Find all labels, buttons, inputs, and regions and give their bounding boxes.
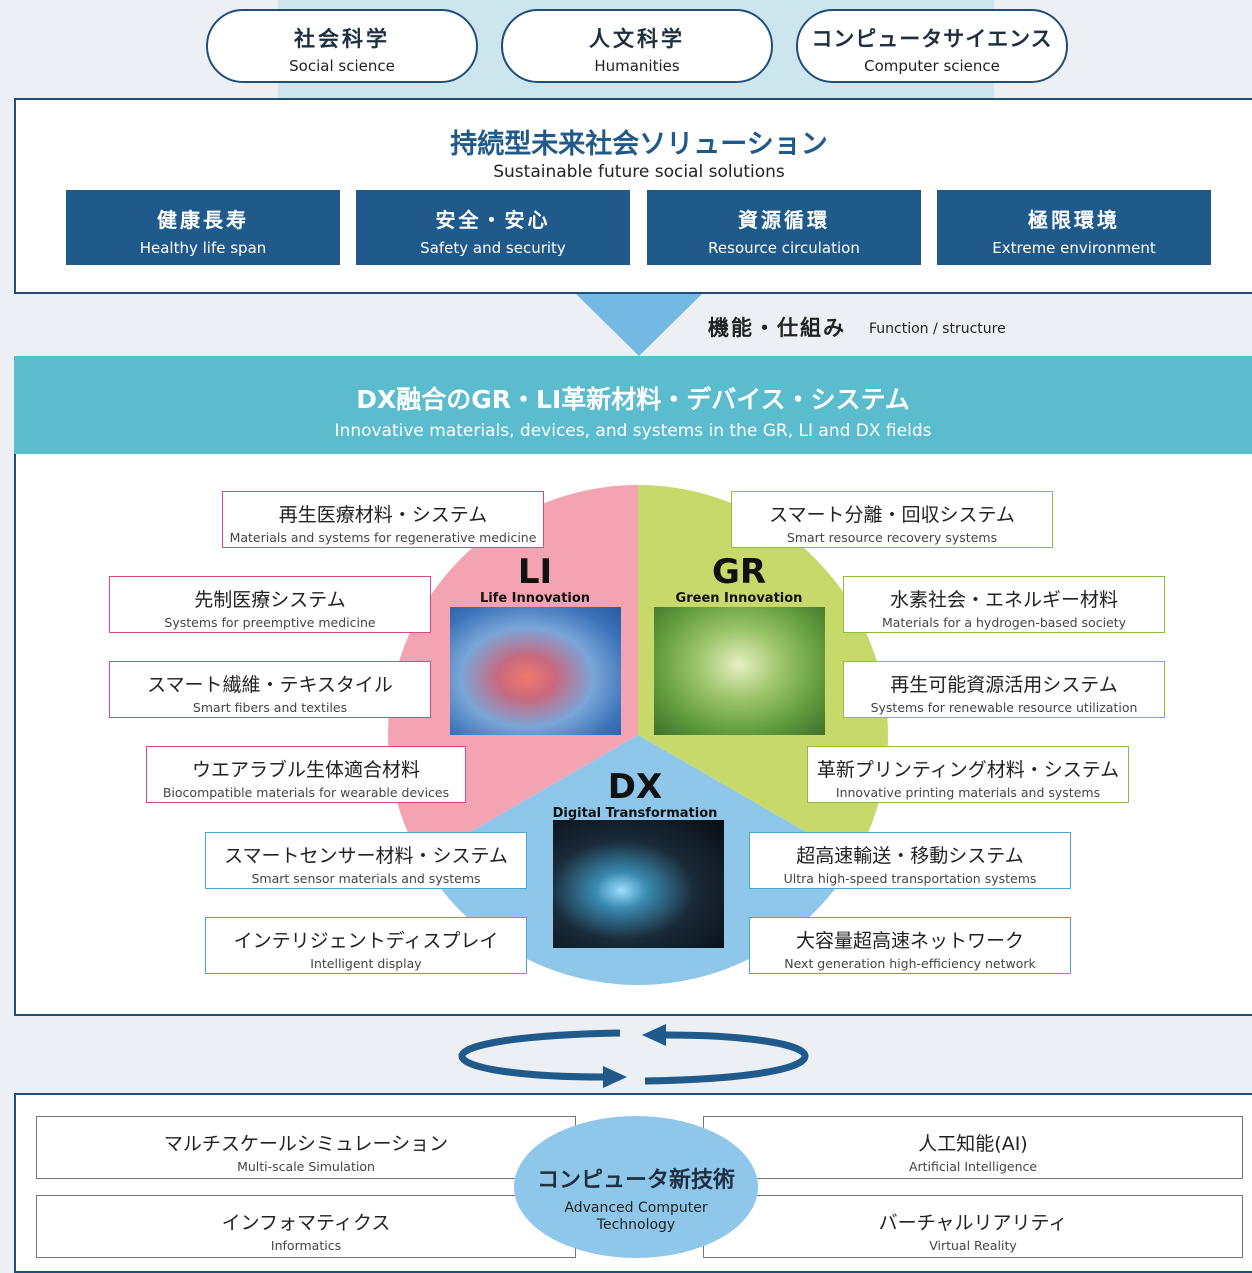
- gr-item-label-jp: スマート分離・回収システム: [769, 504, 1015, 526]
- gr-item-label-jp: 再生可能資源活用システム: [890, 674, 1118, 696]
- tech-item-label-jp: バーチャルリアリティ: [878, 1212, 1068, 1234]
- dx-name: Digital Transformation: [552, 806, 718, 821]
- tech-item-informatics: インフォマティクス Informatics: [36, 1195, 576, 1258]
- gr-item-label-jp: 革新プリンティング材料・システム: [816, 759, 1120, 781]
- li-photo: [450, 607, 621, 735]
- li-item-label-jp: 先制医療システム: [194, 589, 346, 611]
- dx-item-smart-sensor: スマートセンサー材料・システム Smart sensor materials a…: [205, 832, 527, 889]
- solutions-subtitle: Sustainable future social solutions: [493, 162, 785, 182]
- li-item-preemptive: 先制医療システム Systems for preemptive medicine: [109, 576, 431, 633]
- gr-item-recovery: スマート分離・回収システム Smart resource recovery sy…: [731, 491, 1053, 548]
- gr-item-label-en: Innovative printing materials and system…: [835, 785, 1101, 800]
- solution-label-jp: 極限環境: [1028, 208, 1120, 232]
- discipline-computer-science: コンピュータサイエンス Computer science: [796, 9, 1068, 83]
- down-arrow-icon: [576, 294, 702, 356]
- solution-extreme: 極限環境 Extreme environment: [937, 190, 1211, 265]
- tech-item-label-jp: 人工知能(AI): [918, 1133, 1028, 1155]
- gr-item-label-en: Smart resource recovery systems: [786, 530, 998, 545]
- solution-healthy-life: 健康長寿 Healthy life span: [66, 190, 340, 265]
- tech-item-label-en: Informatics: [270, 1238, 342, 1253]
- gr-item-label-en: Materials for a hydrogen-based society: [881, 615, 1127, 630]
- function-label: 機能・仕組み: [708, 316, 846, 340]
- tech-item-simulation: マルチスケールシミュレーション Multi-scale Simulation: [36, 1116, 576, 1179]
- discipline-label-en: Humanities: [594, 57, 680, 75]
- solution-label-jp: 安全・安心: [435, 208, 551, 232]
- li-name: Life Innovation: [479, 591, 591, 606]
- solution-label-en: Safety and security: [420, 239, 566, 257]
- tech-item-label-jp: インフォマティクス: [221, 1212, 391, 1234]
- solution-label-en: Resource circulation: [708, 239, 860, 257]
- dx-photo: [553, 820, 724, 948]
- gr-item-renewable: 再生可能資源活用システム Systems for renewable resou…: [843, 661, 1165, 718]
- li-item-label-en: Biocompatible materials for wearable dev…: [162, 785, 450, 800]
- discipline-label-en: Computer science: [864, 57, 1000, 75]
- dx-abbr: DX: [607, 767, 663, 807]
- discipline-humanities: 人文科学 Humanities: [501, 9, 773, 83]
- gr-abbr: GR: [711, 552, 767, 592]
- dx-heading: DX Digital Transformation: [540, 770, 730, 821]
- gr-item-hydrogen: 水素社会・エネルギー材料 Materials for a hydrogen-ba…: [843, 576, 1165, 633]
- dx-item-label-en: Intelligent display: [310, 956, 422, 971]
- dx-item-label-en: Next generation high-efficiency network: [784, 956, 1036, 971]
- li-heading: LI Life Innovation: [460, 555, 610, 606]
- gr-heading: GR Green Innovation: [664, 555, 814, 606]
- li-item-regenerative: 再生医療材料・システム Materials and systems for re…: [222, 491, 544, 548]
- gr-photo: [654, 607, 825, 735]
- technology-center: コンピュータ新技術 Advanced Computer Technology: [514, 1116, 758, 1258]
- dx-item-label-en: Ultra high-speed transportation systems: [783, 871, 1037, 886]
- discipline-social-science: 社会科学 Social science: [206, 9, 478, 83]
- li-item-label-jp: 再生医療材料・システム: [278, 504, 488, 526]
- solution-label-jp: 健康長寿: [157, 208, 249, 232]
- li-item-label-en: Smart fibers and textiles: [192, 700, 348, 715]
- discipline-label-en: Social science: [289, 57, 395, 75]
- innovation-header: DX融合のGR・LI革新材料・デバイス・システム Innovative mate…: [14, 356, 1252, 454]
- solution-resource: 資源循環 Resource circulation: [647, 190, 921, 265]
- solution-label-en: Extreme environment: [992, 239, 1156, 257]
- tech-item-ai: 人工知能(AI) Artificial Intelligence: [703, 1116, 1243, 1179]
- tech-item-label-en: Virtual Reality: [929, 1238, 1017, 1253]
- technology-center-subtitle: Advanced Computer Technology: [564, 1200, 708, 1233]
- discipline-label-jp: 人文科学: [589, 27, 685, 51]
- dx-item-display: インテリジェントディスプレイ Intelligent display: [205, 917, 527, 974]
- tech-item-label-en: Artificial Intelligence: [908, 1159, 1038, 1174]
- dx-item-label-jp: 超高速輸送・移動システム: [796, 845, 1024, 867]
- tech-item-vr: バーチャルリアリティ Virtual Reality: [703, 1195, 1243, 1258]
- dx-item-network: 大容量超高速ネットワーク Next generation high-effici…: [749, 917, 1071, 974]
- li-item-label-en: Systems for preemptive medicine: [164, 615, 376, 630]
- gr-name: Green Innovation: [675, 591, 803, 606]
- dx-item-label-en: Smart sensor materials and systems: [251, 871, 481, 886]
- function-label-en: Function / structure: [869, 321, 1006, 337]
- gr-item-printing: 革新プリンティング材料・システム Innovative printing mat…: [807, 746, 1129, 803]
- technology-center-title: コンピュータ新技術: [536, 1168, 735, 1193]
- li-item-wearable: ウエアラブル生体適合材料 Biocompatible materials for…: [146, 746, 466, 803]
- li-abbr: LI: [517, 552, 553, 592]
- solutions-title: 持続型未来社会ソリューション: [450, 129, 828, 160]
- tech-item-label-en: Multi-scale Simulation: [237, 1159, 375, 1174]
- tech-item-label-jp: マルチスケールシミュレーション: [163, 1133, 449, 1155]
- dx-item-transport: 超高速輸送・移動システム Ultra high-speed transporta…: [749, 832, 1071, 889]
- gr-item-label-jp: 水素社会・エネルギー材料: [889, 589, 1118, 611]
- li-item-label-en: Materials and systems for regenerative m…: [229, 530, 537, 545]
- solution-label-jp: 資源循環: [738, 208, 830, 232]
- cycle-arrows-icon: [458, 1024, 809, 1088]
- dx-item-label-jp: スマートセンサー材料・システム: [224, 845, 508, 867]
- solution-label-en: Healthy life span: [139, 239, 267, 257]
- li-item-label-jp: ウエアラブル生体適合材料: [191, 759, 420, 781]
- innovation-title: DX融合のGR・LI革新材料・デバイス・システム: [356, 385, 910, 414]
- gr-item-label-en: Systems for renewable resource utilizati…: [870, 700, 1138, 715]
- li-item-smart-fibers: スマート繊維・テキスタイル Smart fibers and textiles: [109, 661, 431, 718]
- innovation-subtitle: Innovative materials, devices, and syste…: [334, 421, 932, 441]
- dx-item-label-jp: 大容量超高速ネットワーク: [795, 930, 1024, 952]
- li-item-label-jp: スマート繊維・テキスタイル: [147, 674, 393, 696]
- discipline-label-jp: コンピュータサイエンス: [811, 27, 1053, 51]
- discipline-label-jp: 社会科学: [294, 27, 390, 51]
- dx-item-label-jp: インテリジェントディスプレイ: [233, 930, 499, 952]
- solution-safety: 安全・安心 Safety and security: [356, 190, 630, 265]
